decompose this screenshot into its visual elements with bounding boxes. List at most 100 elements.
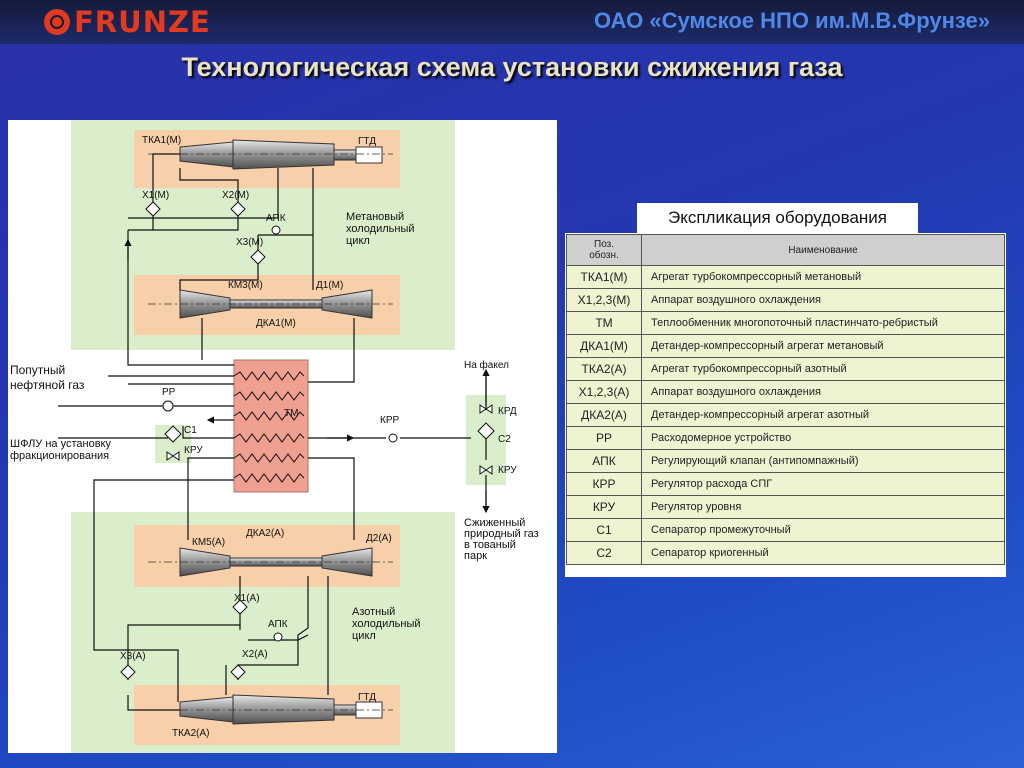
label-dka2: ДКА2(А) xyxy=(246,528,285,539)
row-name: Детандер-компрессорный агрегат азотный xyxy=(641,403,1005,427)
label-x1a: Х1(А) xyxy=(234,593,260,604)
row-code: КРУ xyxy=(566,495,642,519)
cooler-x3a xyxy=(120,664,136,680)
row-name: Аппарат воздушного охлаждения xyxy=(641,288,1005,312)
label-gtd-bottom: ГТД xyxy=(358,692,376,703)
row-code: Х1,2,3(А) xyxy=(566,380,642,404)
table-row: Х1,2,3(А)Аппарат воздушного охлаждения xyxy=(566,380,1005,404)
diagram-graphics xyxy=(58,120,506,753)
cooler-x3m xyxy=(250,249,266,265)
cooler-x1m xyxy=(145,201,161,217)
label-c1: С1 xyxy=(184,425,197,436)
table-row: Х1,2,3(М)Аппарат воздушного охлаждения xyxy=(566,288,1005,312)
label-shflu: ШФЛУ на установку фракционирования xyxy=(10,438,111,462)
label-c2: С2 xyxy=(498,434,511,445)
label-krr: КРР xyxy=(380,415,400,426)
label-d1: Д1(М) xyxy=(316,280,344,291)
row-code: АПК xyxy=(566,449,642,473)
row-name: Сепаратор криогенный xyxy=(641,541,1005,565)
cooler-x2a xyxy=(230,664,246,680)
label-associated-gas: Попутный нефтяной газ xyxy=(10,363,85,392)
label-km5: КМ5(А) xyxy=(192,537,226,548)
process-diagram: ТКА1(М) ГТД Х1(М) Х2(М) АПК Х3(М) Метано… xyxy=(8,120,557,753)
label-apk-top: АПК xyxy=(266,213,286,224)
label-tm: ТМ xyxy=(284,408,299,419)
row-code: КРР xyxy=(566,472,642,496)
frunze-logo: FRUNZE xyxy=(44,6,211,38)
label-tka1: ТКА1(М) xyxy=(142,135,182,146)
row-name: Регулятор уровня xyxy=(641,495,1005,519)
label-x2m: Х2(М) xyxy=(222,190,250,201)
label-pp: РР xyxy=(162,387,176,398)
valve-krr xyxy=(388,433,398,443)
row-name: Регулирующий клапан (антипомпажный) xyxy=(641,449,1005,473)
table-row: ДКА1(М)Детандер-компрессорный агрегат ме… xyxy=(566,334,1005,358)
label-km3: КМ3(М) xyxy=(228,280,263,291)
row-code: ДКА2(А) xyxy=(566,403,642,427)
table-row: ТКА1(М)Агрегат турбокомпрессорный метано… xyxy=(566,265,1005,289)
label-methane-cycle: Метановый холодильный цикл xyxy=(346,211,415,247)
heat-exchanger-tm xyxy=(233,359,309,493)
row-code: ТКА1(М) xyxy=(566,265,642,289)
label-na-fakel: На факел xyxy=(464,360,509,371)
label-lng: Сжиженный природный газ в тованый парк xyxy=(464,517,539,562)
table-header-row: Поз. обозн. Наименование xyxy=(566,234,1005,266)
label-tka2: ТКА2(А) xyxy=(172,728,210,739)
flow-meter-pp xyxy=(162,400,174,412)
header-bar: FRUNZE ОАО «Сумское НПО им.М.В.Фрунзе» xyxy=(0,0,1024,44)
label-kru-right: КРУ xyxy=(498,465,517,476)
frunze-logo-icon xyxy=(44,9,70,35)
separator-c1 xyxy=(164,425,182,443)
separator-c2 xyxy=(477,422,495,440)
row-code: РР xyxy=(566,426,642,450)
row-name: Аппарат воздушного охлаждения xyxy=(641,380,1005,404)
label-d2: Д2(А) xyxy=(366,533,392,544)
row-name: Регулятор расхода СПГ xyxy=(641,472,1005,496)
label-kru-left: КРУ xyxy=(184,445,203,456)
row-code: ТКА2(А) xyxy=(566,357,642,381)
row-name: Агрегат турбокомпрессорный метановый xyxy=(641,265,1005,289)
label-x3a: Х3(А) xyxy=(120,651,146,662)
valve-kru-right xyxy=(479,465,493,475)
valve-apk-bottom xyxy=(273,632,283,642)
label-nitrogen-cycle: Азотный холодильный цикл xyxy=(352,606,421,642)
table-row: ДКА2(А)Детандер-компрессорный агрегат аз… xyxy=(566,403,1005,427)
label-dka1: ДКА1(М) xyxy=(256,318,296,329)
company-name: ОАО «Сумское НПО им.М.В.Фрунзе» xyxy=(593,8,990,33)
valve-kru-left xyxy=(166,451,180,461)
column-header-name: Наименование xyxy=(641,234,1005,266)
row-code: ДКА1(М) xyxy=(566,334,642,358)
cooler-x2m xyxy=(230,201,246,217)
explication-table: Поз. обозн. Наименование ТКА1(М)Агрегат … xyxy=(565,233,1006,577)
explication-heading: Экспликация оборудования xyxy=(637,203,918,233)
row-name: Расходомерное устройство xyxy=(641,426,1005,450)
label-x2a: Х2(А) xyxy=(242,649,268,660)
row-code: Х1,2,3(М) xyxy=(566,288,642,312)
row-name: Сепаратор промежуточный xyxy=(641,518,1005,542)
row-code: ТМ xyxy=(566,311,642,335)
valve-apk-top xyxy=(271,225,281,235)
row-code: С1 xyxy=(566,518,642,542)
row-name: Детандер-компрессорный агрегат метановый xyxy=(641,334,1005,358)
slide-title: Технологическая схема установки сжижения… xyxy=(181,52,843,82)
row-name: Теплообменник многопоточный пластинчато-… xyxy=(641,311,1005,335)
label-apk-bottom: АПК xyxy=(268,619,288,630)
label-gtd-top: ГТД xyxy=(358,136,376,147)
valve-krd xyxy=(479,404,493,414)
label-x1m: Х1(М) xyxy=(142,190,170,201)
table-row: ТКА2(А)Агрегат турбокомпрессорный азотны… xyxy=(566,357,1005,381)
label-x3m: Х3(М) xyxy=(236,237,264,248)
logo-text: FRUNZE xyxy=(74,5,211,39)
cooler-x1a xyxy=(232,599,248,615)
row-code: С2 xyxy=(566,541,642,565)
row-name: Агрегат турбокомпрессорный азотный xyxy=(641,357,1005,381)
label-krd: КРД xyxy=(498,406,517,417)
column-header-code: Поз. обозн. xyxy=(566,234,642,266)
